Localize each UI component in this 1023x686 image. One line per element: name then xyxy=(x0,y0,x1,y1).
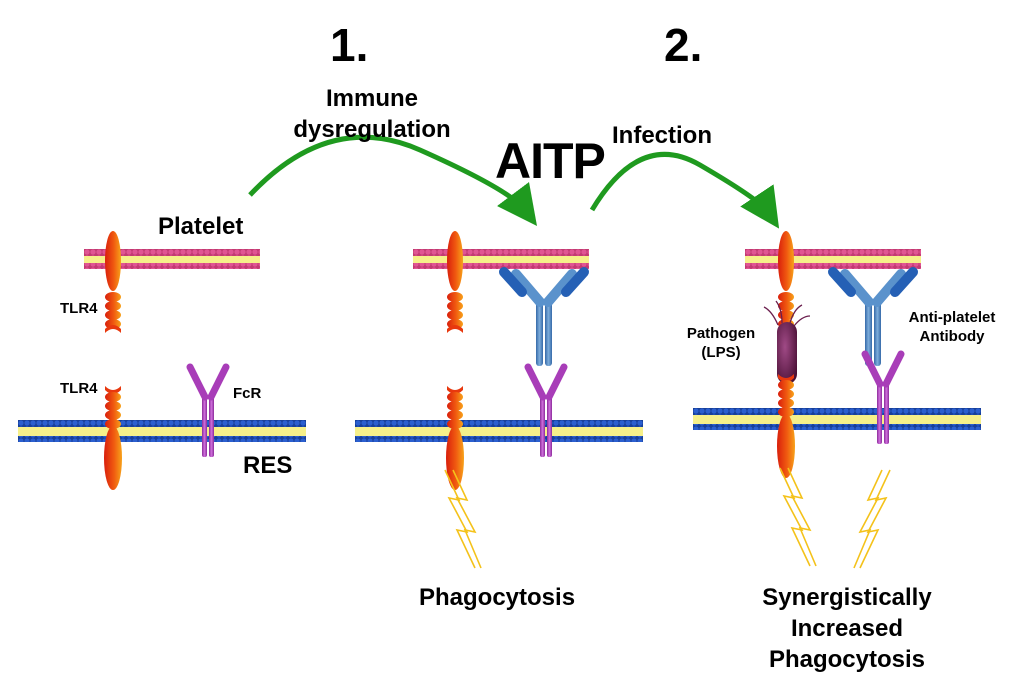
step-1-label-line1: Immune xyxy=(325,85,418,112)
outcome-line2: Increased xyxy=(790,615,904,642)
step-2-label: Infection xyxy=(612,122,712,149)
step-1-label: Immune dysregulation xyxy=(262,83,482,145)
platelet-tlr4-receptor xyxy=(447,231,463,333)
lightning-icon xyxy=(779,467,817,567)
pathogen-label-line2: (LPS) xyxy=(701,344,741,361)
antibody-label-line1: Anti-platelet xyxy=(908,309,996,326)
outcome-line1: Synergistically xyxy=(762,584,932,611)
antibody-label-line2: Antibody xyxy=(919,328,985,345)
panel-aitp-infection xyxy=(693,231,981,569)
anti-platelet-antibody xyxy=(504,272,584,366)
platelet-membrane xyxy=(745,249,921,269)
fcr-label: FcR xyxy=(233,385,262,402)
res-tlr4-label: TLR4 xyxy=(60,380,98,397)
res-tlr4-receptor xyxy=(777,374,795,478)
fcr-receptor xyxy=(190,367,226,457)
phagocytosis-label: Phagocytosis xyxy=(419,584,576,611)
res-tlr4-receptor xyxy=(104,386,122,490)
arrow-immune-dysregulation xyxy=(248,134,538,226)
outcome-line3: Phagocytosis xyxy=(768,646,926,673)
res-membrane xyxy=(18,420,306,442)
step-1-label-line2: dysregulation xyxy=(293,116,451,143)
diagram-title: AITP xyxy=(495,133,606,189)
pathogen-lps xyxy=(763,300,811,384)
arrow-infection xyxy=(589,151,780,229)
step-1-number: 1. xyxy=(330,19,369,71)
synergistic-outcome-label: Synergistically Increased Phagocytosis xyxy=(737,582,957,675)
antibody-label: Anti-platelet Antibody xyxy=(896,308,1008,346)
res-label: RES xyxy=(243,452,293,479)
platelet-tlr4-receptor xyxy=(105,231,121,333)
fcr-receptor xyxy=(865,354,901,444)
fcr-receptor xyxy=(528,367,564,457)
platelet-tlr4-label: TLR4 xyxy=(60,300,98,317)
platelet-membrane xyxy=(413,249,589,269)
platelet-label: Platelet xyxy=(158,213,244,240)
res-membrane xyxy=(693,408,981,430)
res-membrane xyxy=(355,420,643,442)
lightning-icon xyxy=(853,469,891,569)
panel-aitp xyxy=(355,231,643,569)
pathogen-label-line1: Pathogen xyxy=(686,325,756,342)
step-2-number: 2. xyxy=(664,19,703,71)
pathogen-label: Pathogen (LPS) xyxy=(676,324,766,362)
